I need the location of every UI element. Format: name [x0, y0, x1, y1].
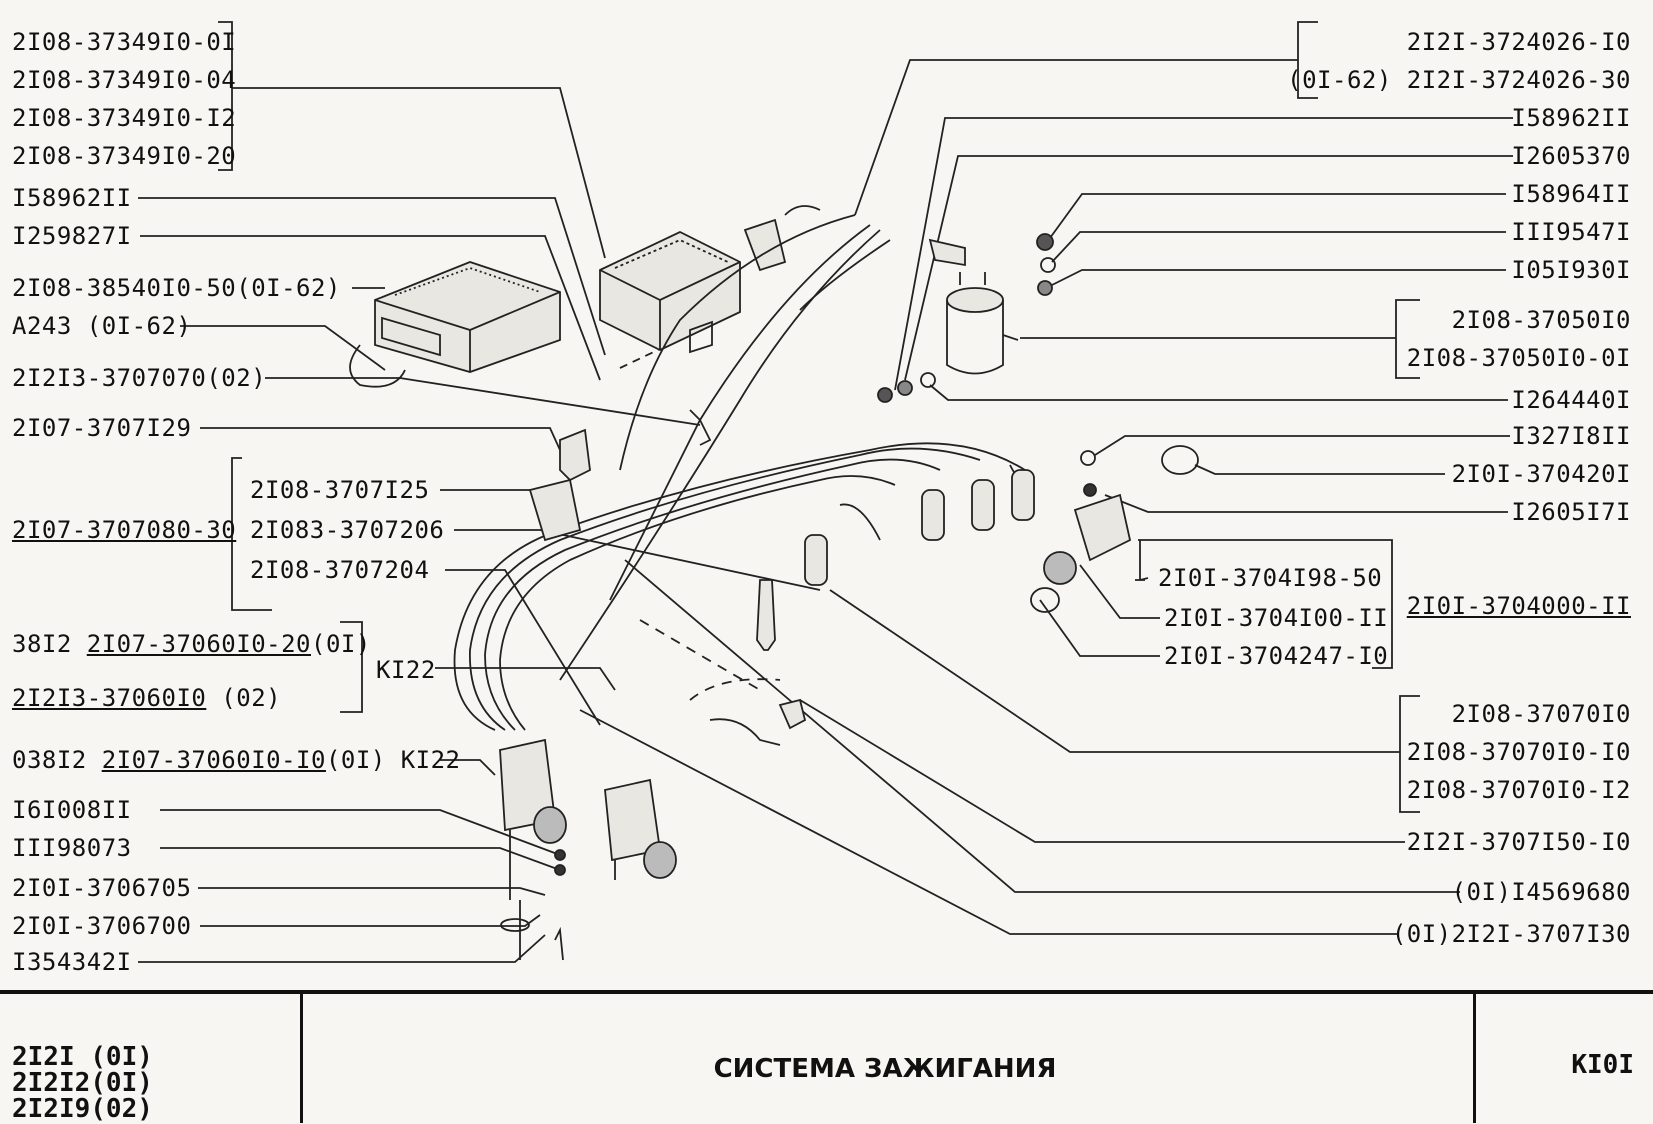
label-r-3707130: (0I)2I2I-3707I30 — [1391, 920, 1631, 948]
model-cell: 2I2I (0I) 2I2I2(0I) 2I2I9(02) — [0, 994, 303, 1123]
sheet-code-cell: KI0I — [1473, 994, 1653, 1123]
label-spark-plug-set: 2I08-37070I0 — [1451, 700, 1631, 728]
ignition-switch — [1030, 445, 1199, 613]
label-switch-unit-01: 2I08-37349I0-0I — [12, 28, 237, 56]
bracket-distributor — [340, 621, 363, 713]
label-r-1264440: I264440I — [1511, 386, 1631, 414]
label-controller: 2I08-38540I0-50(0I-62) — [12, 274, 341, 302]
label-r-15896411: I58964II — [1511, 180, 1631, 208]
drawing-title: СИСТЕМА ЗАЖИГАНИЯ — [713, 1054, 1057, 1084]
label-distributor-10: 038I2 2I07-37060I0-I0(0I) KI22 — [12, 746, 461, 774]
label-distributor-20-code: 2I07-37060I0-20 — [86, 630, 311, 658]
label-part-158962: I58962II — [12, 184, 132, 212]
label-part-1259827: I259827I — [12, 222, 132, 250]
label-ki22-upper: KI22 — [376, 656, 436, 684]
label-r-3704201: 2I0I-370420I — [1451, 460, 1631, 488]
label-distributor-10-prefix: 038I2 — [12, 746, 102, 774]
ignition-coil — [877, 272, 1019, 403]
label-distributor-20-suffix: (0I) — [311, 630, 371, 658]
model-21212: 2I2I2(0I) — [12, 1068, 153, 1098]
label-hv-wires-30: (0I-62) 2I2I-3724026-30 — [1287, 66, 1631, 94]
distributor-right — [604, 778, 677, 880]
label-distributor-10-code: 2I07-37060I0-I0 — [101, 746, 326, 774]
label-r-1051930: I05I930I — [1511, 256, 1631, 284]
label-distributor-02-suffix: (02) — [206, 684, 282, 712]
model-2121: 2I2I (0I) — [12, 1042, 153, 1072]
label-r-3707150: 2I2I-3707I50-I0 — [1406, 828, 1631, 856]
switch-unit — [599, 230, 741, 354]
label-coil: 2I08-37050I0 — [1451, 306, 1631, 334]
label-switch-body: 2I0I-3704I00-II — [1164, 604, 1389, 632]
label-hv-wires-10: 2I2I-3724026-I0 — [1406, 28, 1631, 56]
label-distributor-20-prefix: 38I2 — [12, 630, 87, 658]
label-grommet-125: 2I08-3707I25 — [250, 476, 430, 504]
label-bracket-129: 2I07-3707I29 — [12, 414, 192, 442]
label-r-12605370: I2605370 — [1511, 142, 1631, 170]
label-part-3706705: 2I0I-3706705 — [12, 874, 192, 902]
control-unit-ecu — [349, 261, 561, 388]
bracket-ignition-switch — [1138, 539, 1393, 669]
label-spark-plug-set-10: 2I08-37070I0-I0 — [1406, 738, 1631, 766]
label-distributor-02: 2I2I3-37060I0 (02) — [12, 684, 281, 712]
label-switch-gasket: 2I0I-3704247-I0 — [1164, 642, 1389, 670]
label-part-16100811: I6I008II — [12, 796, 132, 824]
label-part-3706700: 2I0I-3706700 — [12, 912, 192, 940]
label-r-12605171: I2605I7I — [1511, 498, 1631, 526]
label-key-198: 2I0I-3704I98-50 — [1158, 564, 1383, 592]
label-harness-02: 2I2I3-3707070(02) — [12, 364, 267, 392]
label-spark-plug-set-12: 2I08-37070I0-I2 — [1406, 776, 1631, 804]
sheet-code: KI0I — [1571, 1050, 1634, 1080]
label-switch-unit-20: 2I08-37349I0-20 — [12, 142, 237, 170]
bracket-ignition-coil — [1395, 299, 1420, 379]
label-r-13271811: I327I8II — [1511, 422, 1631, 450]
label-part-11198073: III98073 — [12, 834, 132, 862]
label-distributor-20: 38I2 2I07-37060I0-20(0I) — [12, 630, 371, 658]
bracket-wire-grommets — [231, 457, 272, 611]
label-part-204: 2I08-3707204 — [250, 556, 430, 584]
label-r-1119547: III9547I — [1511, 218, 1631, 246]
label-distributor-02-code: 2I2I3-37060I0 — [12, 684, 207, 712]
label-coil-01: 2I08-37050I0-0I — [1406, 344, 1631, 372]
model-21219: 2I2I9(02) — [12, 1094, 153, 1124]
label-r-158962: I58962II — [1511, 104, 1631, 132]
label-switch-unit-04: 2I08-37349I0-04 — [12, 66, 237, 94]
bracket-switch-units — [218, 21, 233, 171]
label-a243: A243 (0I-62) — [12, 312, 192, 340]
title-block: 2I2I (0I) 2I2I2(0I) 2I2I9(02) СИСТЕМА ЗА… — [0, 990, 1653, 1123]
label-part-206: 2I083-3707206 — [250, 516, 445, 544]
label-wire-set-080: 2I07-3707080-30 — [12, 516, 237, 544]
bracket-spark-plugs — [1399, 695, 1420, 813]
distributor-left — [499, 738, 567, 960]
label-ignition-switch: 2I0I-3704000-II — [1406, 592, 1631, 620]
diagram-artwork — [138, 21, 1513, 963]
label-distributor-10-suffix: (0I) KI22 — [325, 746, 461, 774]
label-r-14569680: (0I)I4569680 — [1451, 878, 1631, 906]
label-part-13543421: I354342I — [12, 948, 132, 976]
label-switch-unit-12: 2I08-37349I0-I2 — [12, 104, 237, 132]
model-list: 2I2I (0I) 2I2I2(0I) 2I2I9(02) — [12, 1044, 153, 1122]
